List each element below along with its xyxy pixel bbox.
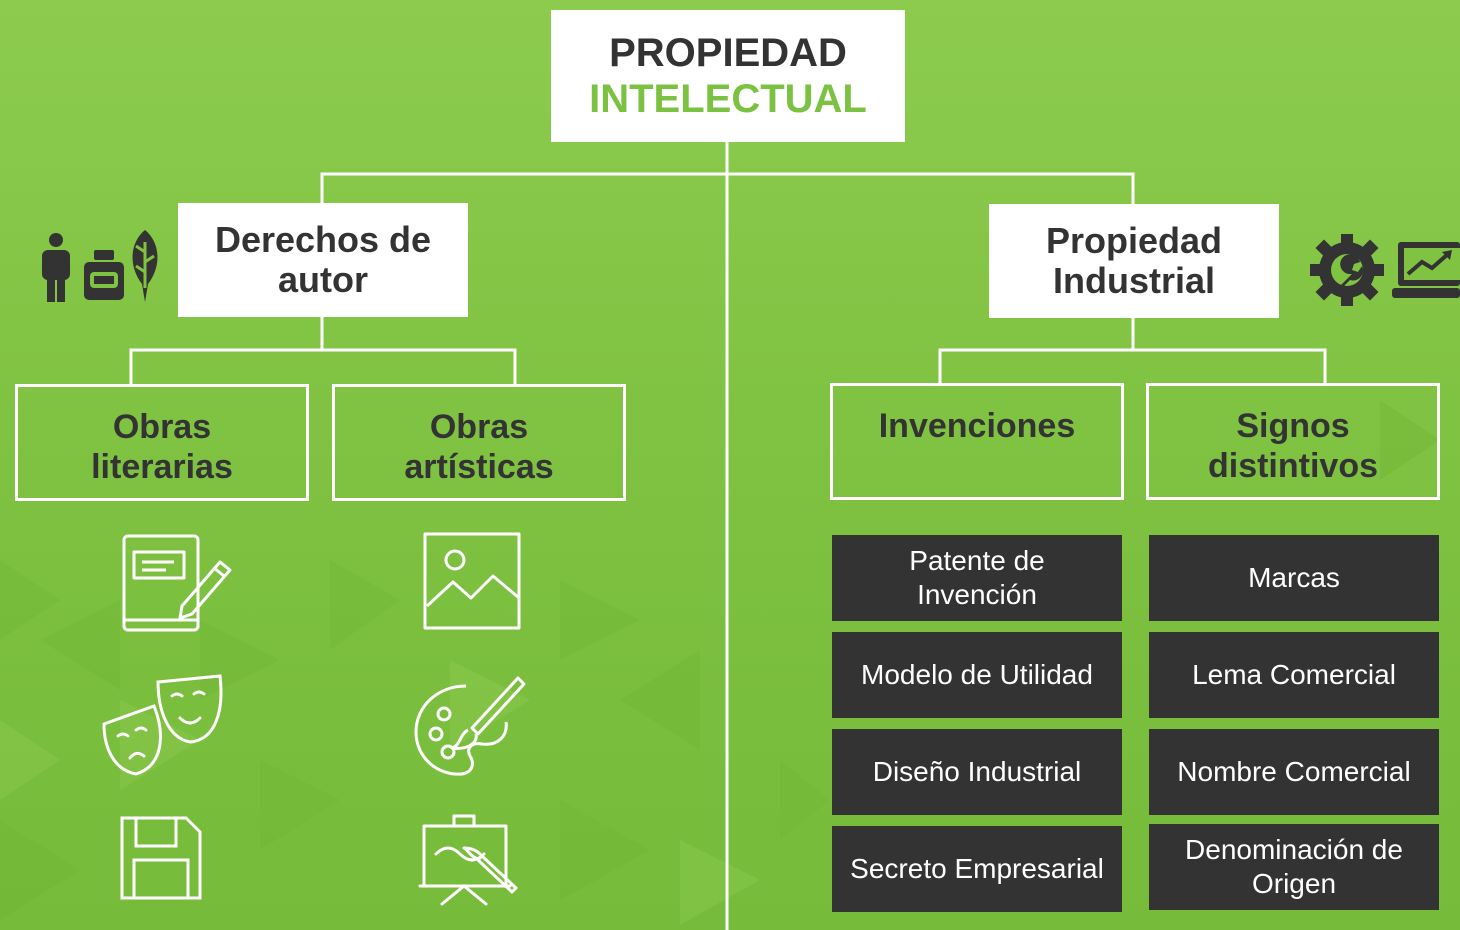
marcas-label: Marcas: [1248, 562, 1340, 593]
book-pencil-icon: [122, 534, 232, 632]
modelo-label: Modelo de Utilidad: [861, 659, 1093, 690]
artisticas-line1: Obras: [429, 408, 529, 446]
industrial-title-line1: Propiedad: [1045, 220, 1223, 261]
image-icon: [423, 532, 521, 630]
modelo-de-utilidad-box: Modelo de Utilidad: [832, 632, 1122, 718]
theater-masks-icon: [102, 674, 223, 776]
patente-line2: Invención: [917, 579, 1037, 610]
gear-wrench-icon: [1310, 234, 1384, 306]
nombre-comercial-box: Nombre Comercial: [1149, 729, 1439, 815]
root-title-line2: INTELECTUAL: [589, 77, 867, 121]
root-node: PROPIEDAD INTELECTUAL: [551, 10, 905, 142]
literarias-line2: literarias: [91, 448, 233, 486]
ink-bottle-icon: [84, 250, 124, 300]
root-title-line1: PROPIEDAD: [609, 31, 847, 75]
diseno-industrial-box: Diseño Industrial: [832, 729, 1122, 815]
obras-artisticas-node: Obras artísticas: [332, 384, 626, 501]
signos-line1: Signos: [1236, 407, 1350, 445]
secreto-label: Secreto Empresarial: [850, 853, 1104, 884]
denominacion-line1: Denominación de: [1185, 834, 1403, 865]
lema-label: Lema Comercial: [1192, 659, 1396, 690]
lema-comercial-box: Lema Comercial: [1149, 632, 1439, 718]
denominacion-line2: Origen: [1251, 868, 1337, 899]
patente-de-invencion-box: Patente de Invención: [832, 535, 1122, 621]
artisticas-line2: artísticas: [404, 448, 554, 486]
derechos-title-line2: autor: [278, 259, 368, 300]
obras-literarias-node: Obras literarias: [15, 384, 309, 501]
signos-line2: distintivos: [1207, 447, 1379, 485]
nombre-label: Nombre Comercial: [1177, 756, 1411, 787]
paint-palette-icon: [414, 676, 526, 776]
feather-quill-icon: [132, 230, 158, 302]
invenciones-line1: Invenciones: [878, 407, 1076, 445]
person-icon: [42, 233, 70, 302]
invenciones-node: Invenciones: [830, 383, 1124, 500]
propiedad-industrial-node: Propiedad Industrial: [989, 204, 1279, 318]
easel-painting-icon: [418, 814, 518, 906]
diseno-label: Diseño Industrial: [872, 756, 1082, 787]
floppy-disk-icon: [120, 816, 202, 900]
literarias-line1: Obras: [112, 408, 212, 446]
marcas-box: Marcas: [1149, 535, 1439, 621]
signos-distintivos-node: Signos distintivos: [1146, 383, 1440, 500]
patente-line1: Patente de: [909, 545, 1045, 576]
derechos-title-line1: Derechos de: [214, 219, 432, 260]
derechos-de-autor-node: Derechos de autor: [178, 203, 468, 317]
secreto-empresarial-box: Secreto Empresarial: [832, 826, 1122, 912]
denominacion-de-origen-box: Denominación de Origen: [1149, 824, 1439, 910]
industrial-title-line2: Industrial: [1052, 260, 1216, 301]
laptop-chart-icon: [1392, 242, 1460, 298]
